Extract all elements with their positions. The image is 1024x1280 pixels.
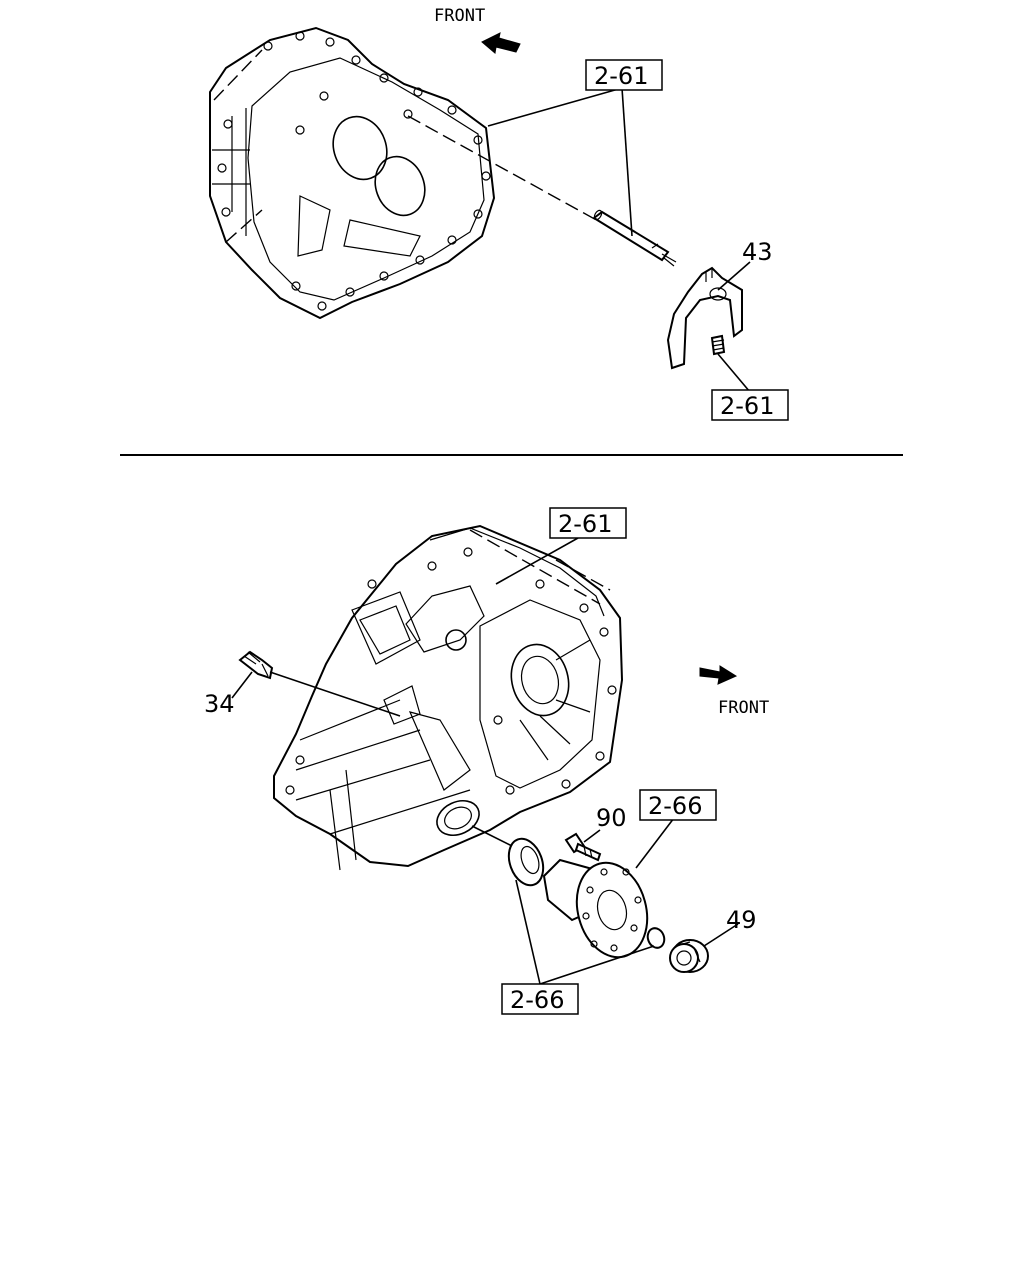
bottom-part-90: 90 [596,804,627,832]
top-part-43: 43 [742,238,773,266]
flange-bolt-holes [582,868,642,952]
fork-bolt [710,334,726,356]
shift-fork [666,266,743,370]
bottom-leader-34-axis [269,671,401,717]
top-leader-43 [717,261,751,291]
top-front-label: FRONT [434,6,485,26]
top-leader-rod [621,87,633,237]
top-leader-housing [487,87,623,127]
oil-seal [507,837,545,887]
top-ref-lower: 2-61 [720,392,774,420]
bottom-ref-case: 2-61 [558,510,612,538]
top-view: FRONT [209,6,789,421]
bottom-part-49: 49 [726,906,757,934]
bottom-front-arrow-icon [699,665,738,685]
bottom-ref-box-case [549,507,627,539]
flange-nut [669,939,709,973]
shift-rod-axis [407,115,601,223]
top-ref-box-lower [711,389,789,421]
top-ref-box-upper [585,59,663,91]
bottom-leader-seal [515,879,541,985]
bottom-leader-90 [583,829,601,843]
top-leader-bolt [717,353,751,393]
bottom-view: FRONT [204,507,769,1015]
flange-bolt [564,832,602,862]
seal-axis [471,825,513,847]
bottom-leader-flange [635,817,675,869]
companion-flange [542,858,649,959]
transmission-case [273,524,624,871]
bottom-front-label: FRONT [718,698,769,718]
sensor-switch [238,650,274,680]
bottom-leader-case [495,537,579,585]
bottom-part-34: 34 [204,690,235,718]
bottom-ref-box-flange [639,789,717,821]
housing-bolt-holes [217,31,491,311]
shift-rod [592,209,677,267]
bottom-ref-box-seal [501,983,579,1015]
clutch-housing [209,26,496,320]
bottom-leader-49 [703,923,739,947]
top-front-arrow-icon [481,32,521,54]
bottom-ref-flange: 2-66 [648,792,702,820]
bottom-leader-washer [539,945,655,985]
washer [646,927,666,949]
bottom-leader-34 [231,671,253,699]
case-bolt-holes [285,547,617,795]
top-ref-upper: 2-61 [594,62,648,90]
bottom-ref-seal: 2-66 [510,986,564,1014]
